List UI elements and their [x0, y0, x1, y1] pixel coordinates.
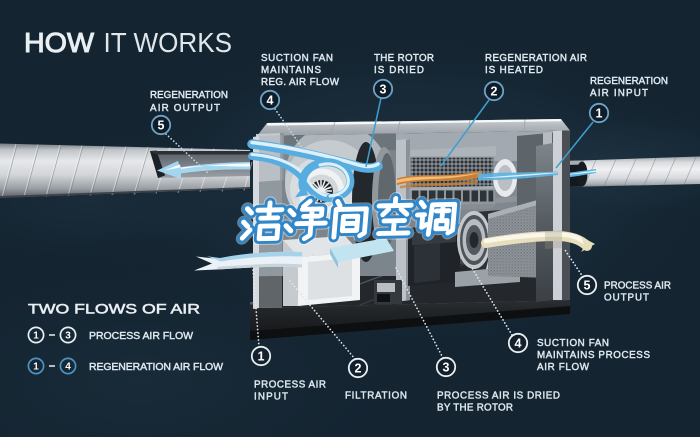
svg-text:BY THE ROTOR: BY THE ROTOR: [437, 403, 513, 414]
svg-text:REGENERATION: REGENERATION: [150, 90, 228, 101]
svg-text:3: 3: [380, 83, 387, 97]
svg-text:HOW: HOW: [24, 27, 94, 58]
svg-text:OUTPUT: OUTPUT: [604, 293, 649, 304]
svg-text:PROCESS AIR IS DRIED: PROCESS AIR IS DRIED: [437, 391, 560, 402]
svg-text:3: 3: [65, 331, 71, 342]
svg-text:IS DRIED: IS DRIED: [374, 65, 424, 76]
svg-text:REGENERATION: REGENERATION: [590, 76, 668, 87]
svg-text:MAINTAINS: MAINTAINS: [261, 65, 321, 76]
svg-text:PROCESS AIR: PROCESS AIR: [254, 380, 326, 391]
svg-text:PROCESS AIR: PROCESS AIR: [604, 281, 671, 292]
svg-text:FILTRATION: FILTRATION: [345, 391, 407, 402]
svg-text:SUCTION FAN: SUCTION FAN: [537, 338, 609, 349]
svg-text:INPUT: INPUT: [254, 392, 288, 403]
svg-text:TWO FLOWS OF AIR: TWO FLOWS OF AIR: [28, 302, 200, 318]
svg-text:4: 4: [65, 362, 71, 373]
svg-text:1: 1: [33, 331, 39, 342]
svg-text:2: 2: [355, 362, 362, 376]
svg-text:5: 5: [584, 279, 591, 293]
svg-text:5: 5: [158, 119, 165, 133]
svg-text:IT WORKS: IT WORKS: [104, 27, 233, 58]
svg-text:REG. AIR FLOW: REG. AIR FLOW: [261, 77, 340, 88]
svg-text:2: 2: [491, 85, 498, 99]
svg-text:1: 1: [33, 362, 39, 373]
svg-text:4: 4: [267, 94, 274, 108]
svg-text:1: 1: [258, 350, 265, 364]
svg-text:AIR OUTPUT: AIR OUTPUT: [150, 103, 220, 114]
svg-text:3: 3: [443, 361, 450, 375]
svg-text:REGENERATION AIR FLOW: REGENERATION AIR FLOW: [89, 361, 223, 373]
svg-text:AIR INPUT: AIR INPUT: [590, 88, 648, 99]
svg-text:THE ROTOR: THE ROTOR: [374, 53, 434, 64]
svg-text:MAINTAINS PROCESS: MAINTAINS PROCESS: [537, 350, 650, 361]
svg-text:IS HEATED: IS HEATED: [485, 65, 543, 76]
svg-text:REGENERATION AIR: REGENERATION AIR: [485, 53, 587, 64]
svg-text:AIR FLOW: AIR FLOW: [537, 362, 590, 373]
svg-text:4: 4: [515, 337, 522, 351]
svg-text:1: 1: [596, 107, 603, 121]
svg-text:PROCESS AIR FLOW: PROCESS AIR FLOW: [89, 330, 193, 342]
svg-text:SUCTION FAN: SUCTION FAN: [261, 53, 333, 64]
